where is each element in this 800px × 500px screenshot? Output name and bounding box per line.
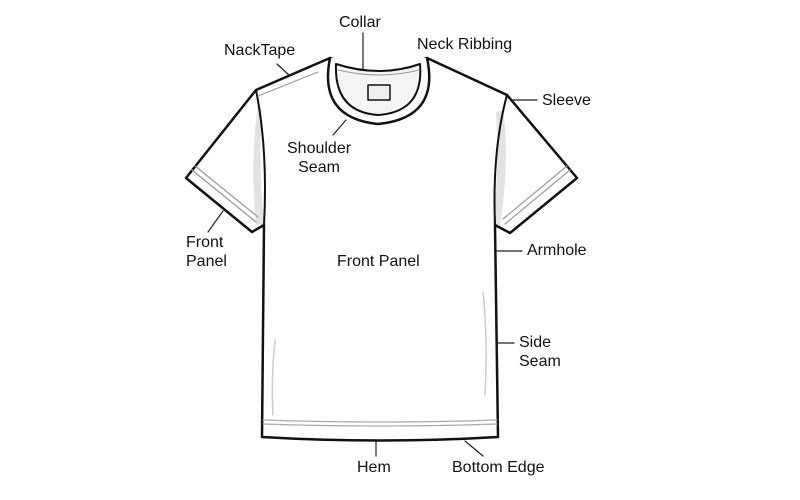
label-armhole: Armhole [527,242,587,259]
neck-tape-stitch [257,71,319,97]
label-front-panel-left-line2: Panel [186,253,227,270]
shoulder-seam-leader [332,119,347,136]
label-bottom-edge: Bottom Edge [452,459,545,476]
label-shoulder-seam: Shoulder Seam [287,139,351,177]
label-front-panel-left: Front Panel [186,233,227,271]
neck-tape-leader [276,63,291,77]
neck-label-tag [367,84,391,101]
right-cuff-stitch [502,165,571,225]
label-side-seam: Side Seam [519,333,561,371]
collar-back-stitch [337,69,420,76]
label-collar: Collar [339,14,381,31]
front-panel-left-leader [207,210,224,233]
label-front-panel-left-line1: Front [186,234,224,251]
right-sleeve-shadow [493,110,506,225]
label-hem: Hem [357,459,391,476]
label-shoulder-seam-line1: Shoulder [287,140,352,157]
crease [271,291,487,416]
label-neck-ribbing: Neck Ribbing [417,36,513,53]
label-front-panel-center: Front Panel [337,253,420,270]
label-sleeve: Sleeve [542,92,591,109]
bottom-edge-leader [464,440,484,457]
label-neck-tape: NackTape [224,42,296,59]
label-side-seam-line1: Side [519,334,552,351]
left-cuff-stitch [191,165,259,223]
label-side-seam-line2: Seam [519,353,561,370]
hem-stitch [262,419,498,427]
right-armhole-seam [493,94,508,226]
label-shoulder-seam-line2: Seam [298,159,340,176]
left-sleeve-shadow [253,105,264,225]
left-armhole-seam [255,89,266,226]
